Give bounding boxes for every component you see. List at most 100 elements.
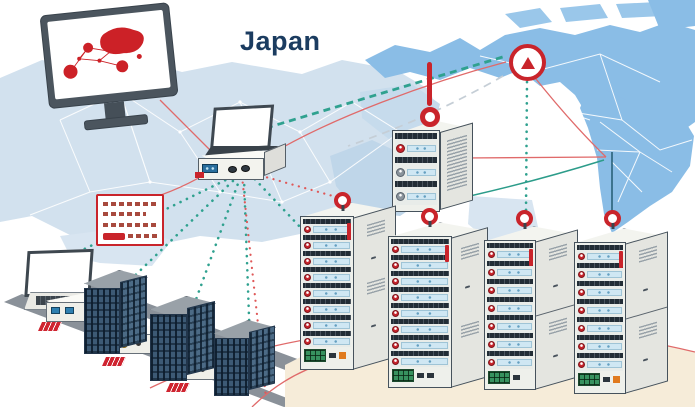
red-port-tag	[195, 172, 204, 178]
port-module	[329, 353, 336, 358]
unit-label	[313, 322, 350, 329]
server-unit	[303, 219, 351, 235]
unit-face	[487, 338, 533, 351]
unit-label	[587, 343, 622, 350]
server-unit	[391, 287, 449, 303]
rack-port-panel	[391, 367, 449, 382]
unit-label	[497, 359, 532, 366]
unit-face	[577, 250, 623, 263]
red-dotted-fan	[240, 170, 342, 400]
unit-ports	[391, 271, 449, 276]
unit-face	[487, 320, 533, 333]
unit-label	[407, 168, 436, 176]
rack-port-panel	[303, 347, 351, 362]
unit-label	[497, 323, 532, 330]
unit-face	[487, 302, 533, 315]
status-led-icon	[578, 325, 585, 332]
red-cable-tag	[37, 322, 63, 331]
monitor-screen	[47, 9, 171, 100]
building-side	[119, 275, 147, 348]
unit-face	[577, 286, 623, 299]
unit-ports	[577, 299, 623, 304]
rack-units	[391, 239, 449, 367]
status-led-icon	[392, 326, 399, 333]
server-unit	[391, 271, 449, 287]
rack-side	[450, 227, 488, 388]
unit-label	[401, 246, 448, 253]
unit-face	[391, 356, 449, 367]
unit-label	[313, 226, 350, 233]
server-unit	[391, 335, 449, 351]
port-grid	[578, 373, 600, 386]
server-unit	[303, 267, 351, 283]
server-unit	[487, 243, 533, 261]
modem-button	[136, 341, 141, 346]
unit-face	[577, 268, 623, 281]
unit-ports	[303, 315, 351, 320]
status-led-icon	[304, 274, 311, 281]
country-title: Japan	[240, 26, 321, 56]
unit-face	[395, 163, 437, 181]
unit-label	[313, 242, 350, 249]
server-unit	[303, 251, 351, 267]
vent-grille	[639, 245, 657, 263]
drop-pin-icon	[427, 62, 432, 106]
red-power-strip	[445, 245, 449, 262]
unit-face	[487, 284, 533, 297]
status-led-icon	[304, 338, 311, 345]
unit-face	[303, 256, 351, 267]
unit-label	[313, 338, 350, 345]
status-led-icon	[304, 226, 311, 233]
server-unit	[577, 335, 623, 353]
unit-ports	[487, 297, 533, 302]
unit-face	[303, 240, 351, 251]
door-handle	[371, 256, 376, 260]
rack-units	[577, 245, 623, 371]
pin-ring-icon	[516, 210, 533, 227]
status-led-icon	[392, 278, 399, 285]
unit-face	[577, 358, 623, 371]
status-led-icon	[578, 253, 585, 260]
rack-port-panel	[577, 371, 623, 386]
unit-label	[313, 306, 350, 313]
unit-label	[401, 278, 448, 285]
status-led-icon	[392, 262, 399, 269]
port-grid	[304, 349, 326, 362]
status-led-icon	[396, 167, 405, 177]
unit-ports	[303, 251, 351, 256]
unit-face	[391, 308, 449, 319]
unit-label	[587, 307, 622, 314]
orange-module	[613, 376, 620, 383]
server-unit	[487, 315, 533, 333]
rack-front	[574, 242, 626, 394]
server-rack-2	[388, 216, 490, 396]
unit-face	[303, 224, 351, 235]
unit-label	[587, 271, 622, 278]
server-unit	[577, 263, 623, 281]
status-led-icon	[488, 269, 495, 276]
server-unit	[391, 303, 449, 319]
rack-side	[624, 231, 668, 394]
red-cable-tag	[165, 383, 191, 392]
door-handle	[643, 288, 648, 292]
map-greenland	[648, 0, 695, 30]
port-grid	[392, 369, 414, 382]
unit-face	[577, 304, 623, 317]
door-handle	[553, 284, 558, 288]
unit-face	[391, 292, 449, 303]
scribble-line	[103, 202, 157, 206]
building-front	[150, 314, 187, 382]
alert-triangle-icon	[509, 44, 546, 81]
port-module	[603, 377, 610, 382]
unit-ports	[487, 333, 533, 338]
status-led-icon	[392, 246, 399, 253]
status-led-icon	[578, 271, 585, 278]
gateway-station	[195, 104, 292, 180]
status-led-icon	[488, 287, 495, 294]
unit-ports	[303, 331, 351, 336]
server-unit	[577, 281, 623, 299]
server-unit	[487, 261, 533, 279]
unit-face	[391, 260, 449, 271]
unit-ports	[391, 287, 449, 292]
unit-face	[391, 244, 449, 255]
